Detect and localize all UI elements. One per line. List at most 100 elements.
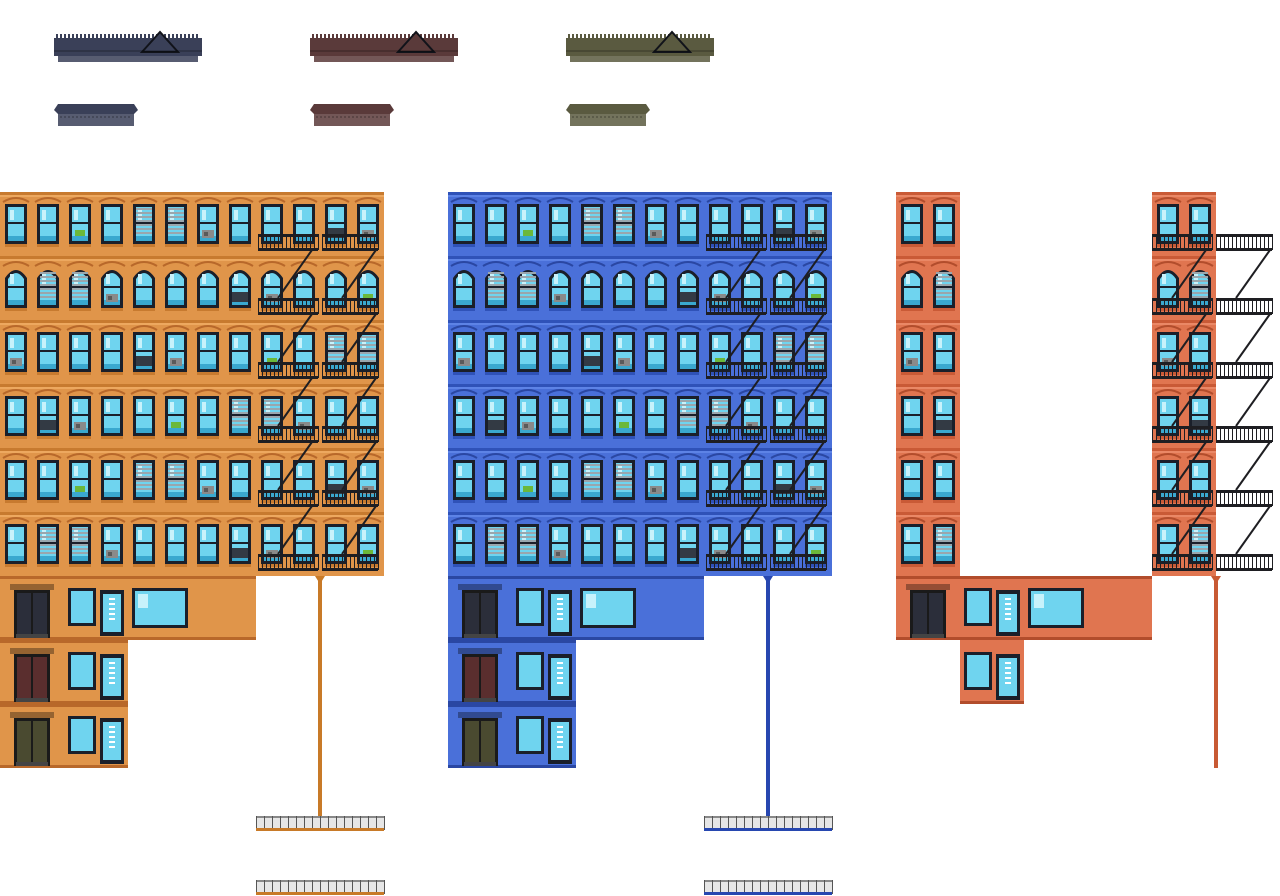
- sill: [101, 308, 123, 311]
- sill: [133, 436, 155, 439]
- window: [5, 396, 27, 436]
- sill: [709, 308, 731, 311]
- entry-door: [10, 648, 54, 702]
- window: [293, 524, 315, 564]
- window: [37, 270, 59, 308]
- sill: [677, 244, 699, 247]
- window: [69, 332, 91, 372]
- sill: [645, 244, 667, 247]
- window: [261, 524, 283, 564]
- storefront: [68, 652, 124, 700]
- entry-door: [458, 648, 502, 702]
- sill: [549, 308, 571, 311]
- floor-cornice: [0, 512, 384, 515]
- floor-cornice: [896, 320, 960, 323]
- storefront: [68, 716, 124, 764]
- sill: [901, 308, 923, 311]
- window: [229, 270, 251, 308]
- shop-window: [1028, 588, 1084, 628]
- sill: [549, 436, 571, 439]
- sill: [453, 436, 475, 439]
- blue-tenement-facade: [448, 192, 832, 576]
- window: [933, 204, 955, 244]
- window: [293, 204, 315, 244]
- window: [485, 204, 507, 244]
- window: [37, 524, 59, 564]
- storefront: [964, 652, 1020, 700]
- sill: [5, 436, 27, 439]
- sill: [901, 244, 923, 247]
- sill: [805, 244, 827, 247]
- sill: [37, 308, 59, 311]
- sill: [517, 564, 539, 567]
- sill: [293, 436, 315, 439]
- window: [549, 524, 571, 564]
- window: [805, 396, 827, 436]
- floor-cornice: [0, 320, 384, 323]
- sill: [357, 372, 379, 375]
- window: [325, 270, 347, 308]
- sill: [805, 372, 827, 375]
- sill: [133, 308, 155, 311]
- window: [197, 524, 219, 564]
- window: [37, 396, 59, 436]
- sill: [101, 436, 123, 439]
- window: [165, 332, 187, 372]
- window: [773, 524, 795, 564]
- window: [677, 332, 699, 372]
- sill: [5, 500, 27, 503]
- sill: [5, 308, 27, 311]
- sill: [933, 564, 955, 567]
- window: [357, 460, 379, 500]
- window: [773, 460, 795, 500]
- sill: [133, 564, 155, 567]
- sill: [133, 244, 155, 247]
- sill: [741, 564, 763, 567]
- window: [549, 332, 571, 372]
- window: [165, 524, 187, 564]
- sill: [773, 244, 795, 247]
- sill: [517, 500, 539, 503]
- window: [133, 332, 155, 372]
- window: [453, 460, 475, 500]
- window: [901, 270, 923, 308]
- floor-cornice: [1152, 384, 1216, 387]
- sill: [485, 500, 507, 503]
- entry-door: [906, 584, 950, 638]
- window: [101, 332, 123, 372]
- window: [741, 524, 763, 564]
- window: [485, 396, 507, 436]
- fire-escape: [1152, 234, 1273, 571]
- window: [773, 204, 795, 244]
- sill: [261, 436, 283, 439]
- window: [805, 204, 827, 244]
- sill: [741, 436, 763, 439]
- sill: [357, 308, 379, 311]
- window: [5, 460, 27, 500]
- sill: [37, 372, 59, 375]
- window: [709, 204, 731, 244]
- sill: [229, 372, 251, 375]
- window: [5, 204, 27, 244]
- sill: [325, 308, 347, 311]
- window: [101, 270, 123, 308]
- window: [933, 524, 955, 564]
- olive-cornice-large: [566, 30, 714, 62]
- sill: [261, 308, 283, 311]
- window: [933, 270, 955, 308]
- window: [69, 524, 91, 564]
- window: [485, 332, 507, 372]
- sill: [773, 500, 795, 503]
- sill: [229, 500, 251, 503]
- sill: [37, 564, 59, 567]
- sill: [357, 436, 379, 439]
- blue-drainpipe: [763, 576, 773, 830]
- window: [325, 396, 347, 436]
- window: [613, 270, 635, 308]
- window: [357, 524, 379, 564]
- window: [133, 204, 155, 244]
- storefront: [516, 588, 572, 636]
- window: [613, 204, 635, 244]
- window: [549, 396, 571, 436]
- sill: [101, 372, 123, 375]
